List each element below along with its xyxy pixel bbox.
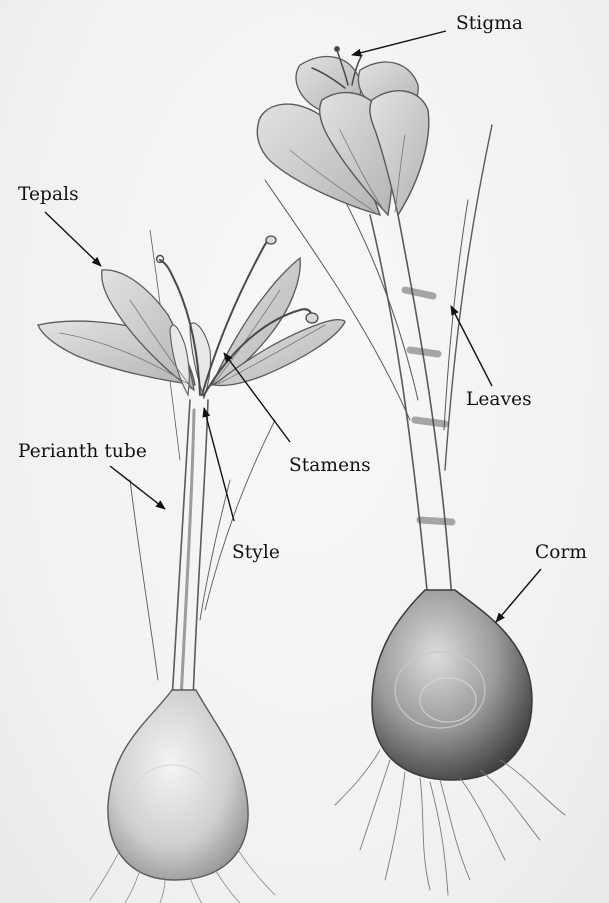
right-flower <box>257 47 428 216</box>
label-corm: Corm <box>535 544 587 563</box>
arrow-stigma <box>352 31 446 55</box>
left-plant <box>38 230 345 903</box>
left-corm <box>108 690 248 880</box>
right-leaf <box>445 125 492 470</box>
left-leaf <box>205 420 275 610</box>
arrow-leaves <box>451 306 492 386</box>
label-stigma: Stigma <box>456 15 523 34</box>
label-perianth-tube: Perianth tube <box>18 443 147 462</box>
label-style: Style <box>232 544 280 563</box>
arrow-perianth <box>110 466 165 509</box>
right-corm <box>372 590 532 780</box>
left-leaf <box>130 480 158 680</box>
right-stem <box>370 215 452 600</box>
label-tepals: Tepals <box>18 186 79 205</box>
label-leaves: Leaves <box>466 391 532 410</box>
left-flower <box>38 236 345 398</box>
left-leaf <box>200 480 230 620</box>
label-stamens: Stamens <box>289 457 371 476</box>
arrow-style <box>204 408 234 521</box>
arrow-corm <box>496 569 541 622</box>
arrow-tepals <box>45 212 101 266</box>
